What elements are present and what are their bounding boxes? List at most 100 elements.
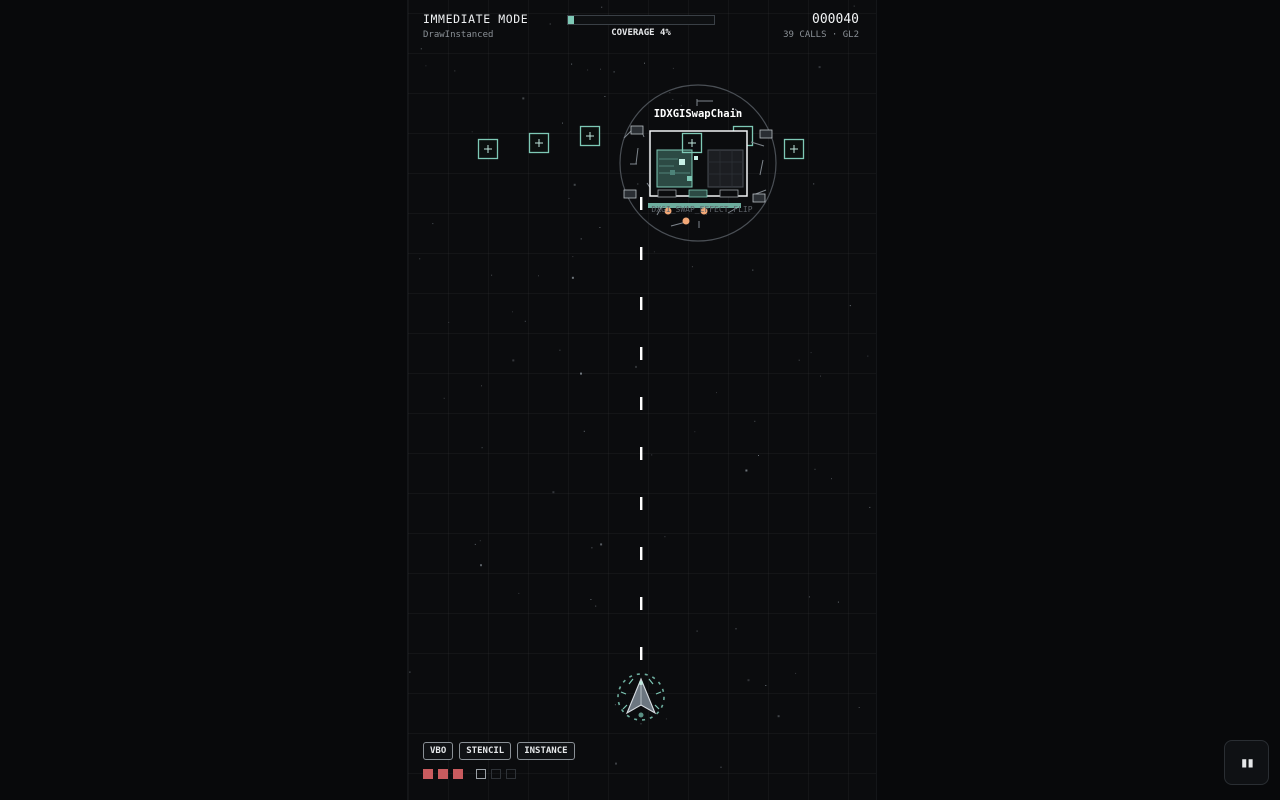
bullet	[640, 447, 643, 460]
star	[858, 707, 860, 708]
star	[705, 213, 707, 215]
life-empty	[506, 769, 516, 779]
star	[571, 63, 573, 65]
star	[644, 62, 645, 64]
star	[808, 596, 810, 598]
boss-panel	[759, 129, 773, 139]
star	[580, 238, 582, 240]
star	[599, 227, 601, 228]
star	[409, 671, 411, 673]
star	[615, 762, 617, 765]
star	[568, 197, 570, 199]
star	[837, 601, 839, 603]
bullet	[640, 647, 643, 660]
star	[635, 365, 637, 368]
pause-icon: ▮▮	[1240, 754, 1255, 771]
bullet	[640, 497, 643, 510]
star	[572, 256, 574, 258]
boss-subtitle: DXGI_SWAP_EFFECT_FLIP	[651, 205, 752, 214]
star	[614, 704, 616, 706]
star	[432, 223, 434, 225]
star	[672, 67, 674, 69]
star	[640, 723, 642, 725]
star	[491, 274, 493, 276]
star	[747, 679, 750, 682]
star	[849, 305, 851, 307]
render-mode-title: IMMEDIATE MODE	[423, 12, 529, 26]
enemy-icon	[783, 138, 805, 160]
star	[420, 48, 422, 50]
enemy-icon	[477, 138, 499, 160]
star	[665, 718, 667, 720]
star	[454, 70, 456, 72]
star	[471, 131, 473, 133]
star	[745, 469, 748, 472]
coverage-label: COVERAGE 4%	[611, 28, 671, 38]
star	[696, 630, 698, 632]
star	[758, 455, 759, 456]
star	[680, 105, 682, 107]
powerup-chip-instance[interactable]: INSTANCE	[517, 742, 575, 760]
star	[480, 564, 482, 567]
star	[562, 122, 563, 124]
star	[664, 536, 666, 538]
render-submode: DrawInstanced	[423, 30, 494, 40]
star	[735, 628, 737, 630]
pause-button[interactable]: ▮▮	[1224, 740, 1269, 785]
star	[448, 321, 450, 323]
star	[720, 766, 722, 768]
star	[752, 269, 754, 271]
star	[425, 65, 427, 67]
star	[653, 251, 655, 253]
boss-panel	[630, 125, 644, 135]
star	[524, 320, 526, 322]
star	[481, 447, 483, 449]
game-canvas: DXGI_SWAP_EFFECT_FLIP	[409, 5, 871, 778]
star	[813, 183, 815, 185]
star	[613, 71, 615, 73]
star	[571, 276, 574, 279]
star	[604, 96, 606, 97]
star	[765, 685, 767, 686]
star	[869, 506, 871, 508]
star	[647, 28, 649, 30]
bullet-stream	[640, 197, 643, 660]
score-counter: 000040	[812, 12, 859, 27]
star	[587, 69, 589, 71]
star	[580, 372, 582, 375]
player-ship-icon	[617, 673, 665, 721]
boss-panel	[623, 189, 637, 199]
star	[810, 352, 812, 354]
star	[595, 605, 597, 607]
life-full	[438, 769, 448, 779]
lives-indicator	[423, 769, 521, 779]
life-full	[423, 769, 433, 779]
star	[600, 543, 603, 546]
star	[512, 359, 515, 362]
star	[573, 183, 576, 186]
star	[474, 543, 476, 545]
star	[590, 599, 592, 600]
star	[600, 68, 601, 70]
powerup-chips: VBO STENCIL INSTANCE	[423, 742, 575, 760]
powerup-chip-stencil[interactable]: STENCIL	[459, 742, 512, 760]
boss-swapchain: DXGI_SWAP_EFFECT_FLIP	[619, 84, 777, 242]
powerup-chip-vbo[interactable]: VBO	[423, 742, 454, 760]
bullet	[640, 247, 643, 260]
star	[814, 468, 816, 470]
star	[538, 275, 539, 277]
star	[672, 98, 674, 100]
starfield	[409, 5, 871, 778]
boss-name: IDXGISwapChain	[653, 108, 743, 120]
enemy-icon	[579, 125, 601, 147]
star	[716, 392, 717, 394]
life-full	[453, 769, 463, 779]
star	[443, 397, 445, 399]
star	[691, 266, 693, 268]
star	[518, 592, 520, 594]
star	[818, 66, 821, 69]
bullet	[640, 347, 643, 360]
star	[419, 258, 421, 260]
star	[795, 672, 797, 674]
star	[777, 715, 780, 718]
